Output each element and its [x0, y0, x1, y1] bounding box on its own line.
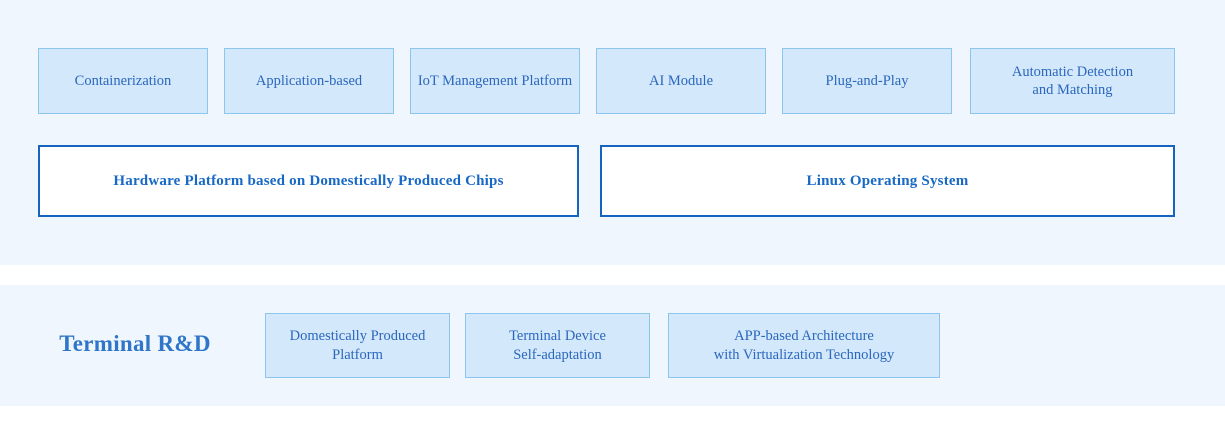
capability-box-containerization[interactable]: Containerization: [38, 48, 208, 114]
terminal-rd-title: Terminal R&D: [59, 331, 211, 356]
architecture-panel: Containerization Application-based IoT M…: [0, 0, 1225, 265]
capability-box-application-based[interactable]: Application-based: [224, 48, 394, 114]
capability-box-ai-module[interactable]: AI Module: [596, 48, 766, 114]
foundation-box-hardware-platform[interactable]: Hardware Platform based on Domestically …: [38, 145, 579, 217]
capability-box-plug-and-play[interactable]: Plug-and-Play: [782, 48, 952, 114]
capability-box-iot-management-platform[interactable]: IoT Management Platform: [410, 48, 580, 114]
foundation-box-linux-operating-system[interactable]: Linux Operating System: [600, 145, 1175, 217]
